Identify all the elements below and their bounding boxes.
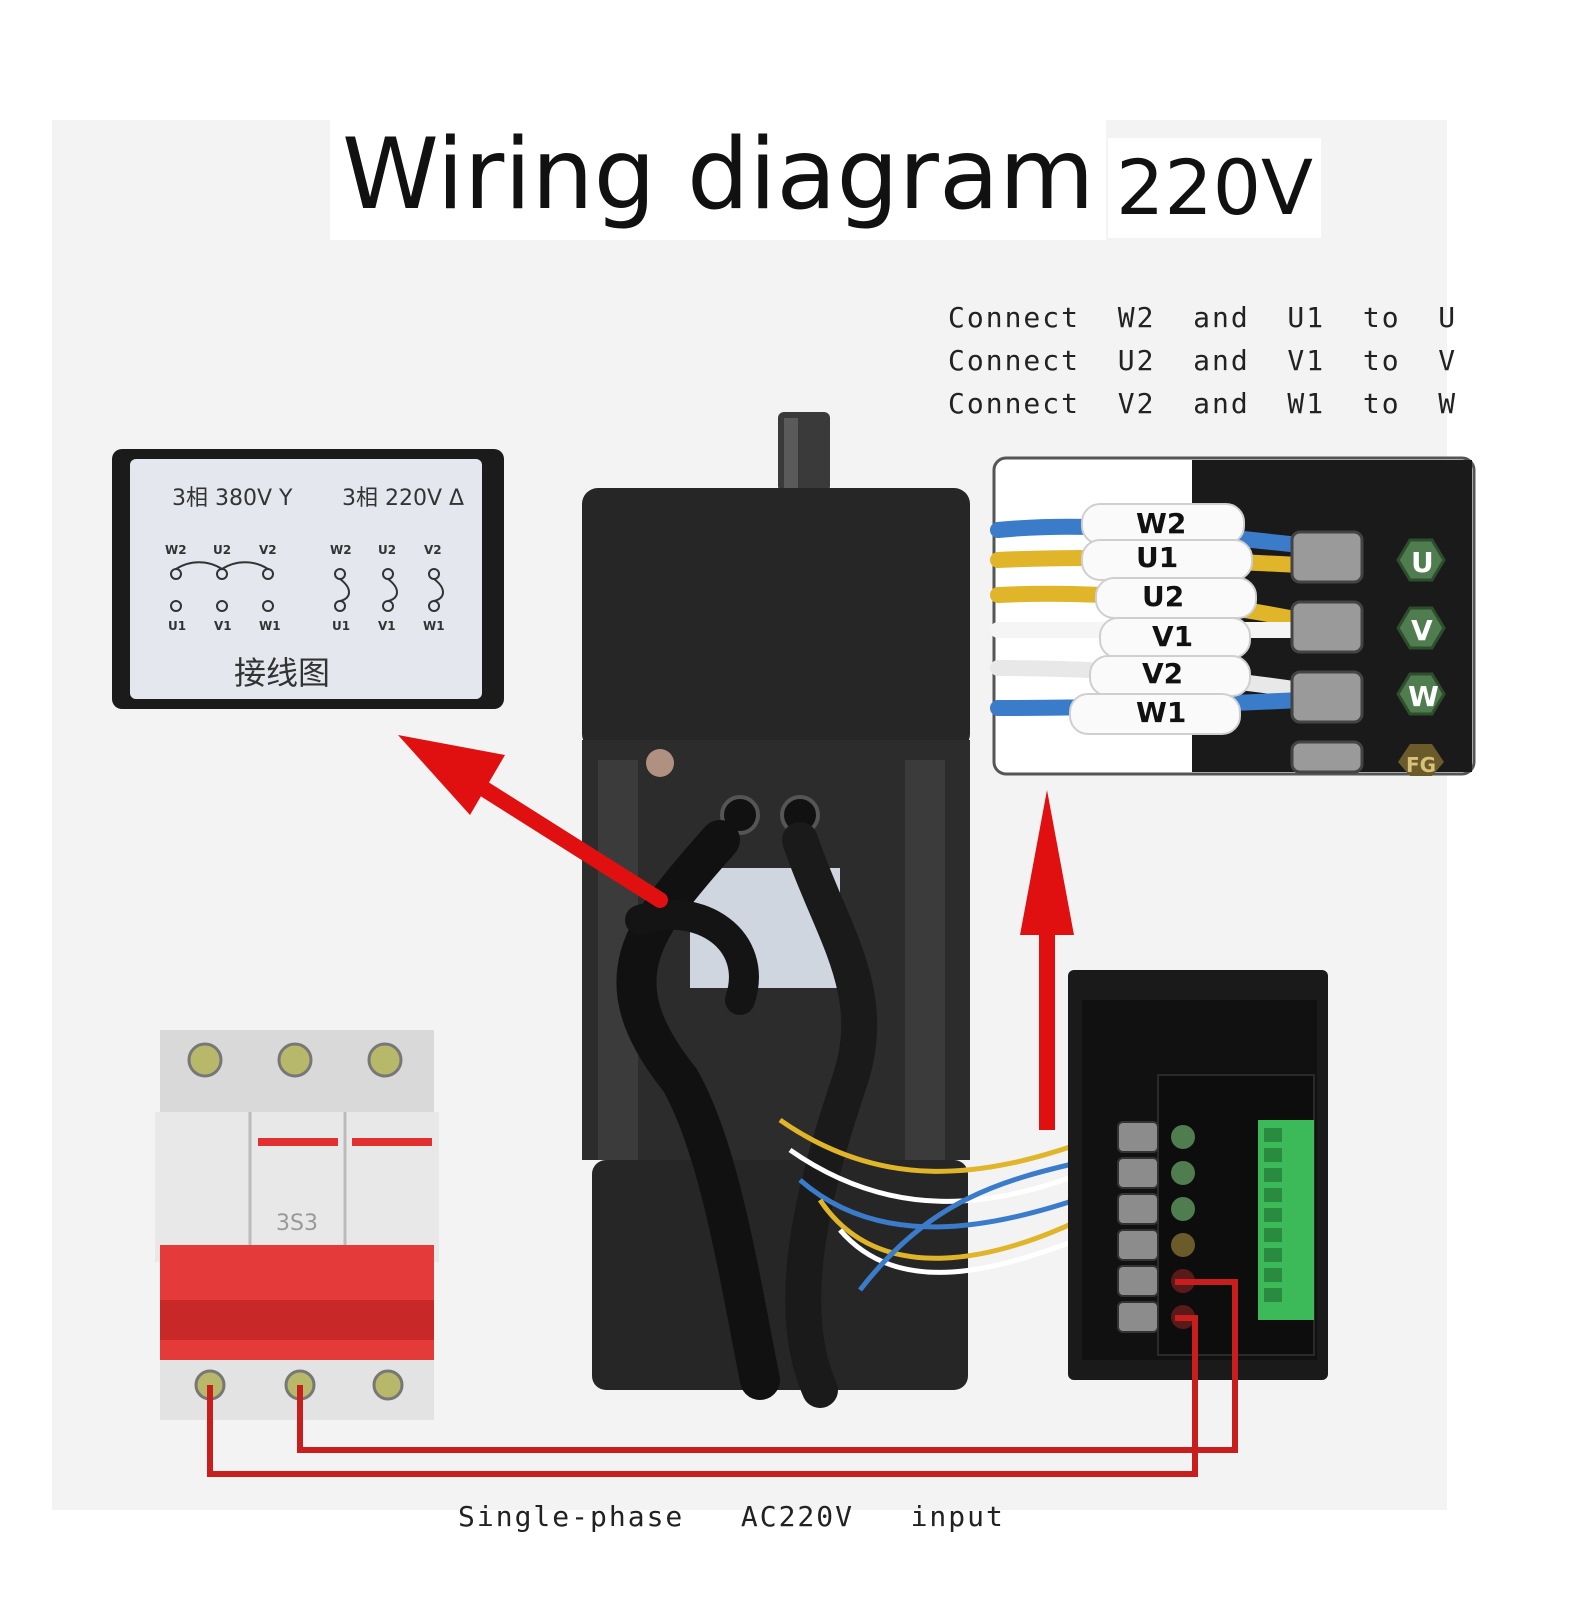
instruction-line: Connect U2 and V1 to V	[948, 344, 1458, 377]
wire-tag: V2	[1142, 657, 1183, 690]
wire-tag: V1	[1152, 620, 1193, 653]
speed-controller	[1068, 970, 1328, 1380]
motor-leads	[778, 1117, 1092, 1292]
instruction-line: Connect V2 and W1 to W	[948, 387, 1458, 420]
arrow-to-terminal-inset	[1020, 790, 1074, 1130]
terminal-label: U1	[168, 619, 186, 633]
terminal-badge-label: FG	[1406, 753, 1436, 777]
terminal-badge-label: U	[1411, 546, 1434, 579]
terminal-label: W2	[330, 543, 352, 557]
connection-instructions: Connect W2 and U1 to U Connect U2 and V1…	[948, 296, 1457, 425]
arrow-to-label-card	[398, 735, 668, 908]
wire-tag: U1	[1136, 541, 1178, 574]
voltage-label: 220V	[1108, 138, 1322, 238]
config-star-label: 3相 380V Y	[172, 486, 293, 511]
motor-end-cap	[592, 1160, 968, 1390]
ac-input-wiring	[207, 1279, 1238, 1477]
terminal-label: V1	[378, 619, 396, 633]
config-delta-label: 3相 220V Δ	[342, 486, 464, 511]
wire-tag: W1	[1136, 696, 1186, 729]
motor	[582, 412, 970, 1408]
terminal-badge-label: W	[1408, 680, 1439, 713]
terminal-label: W1	[423, 619, 445, 633]
wire-tag: W2	[1136, 507, 1186, 540]
terminal-label: U2	[378, 543, 396, 557]
breaker-model-label: 3S3	[276, 1211, 318, 1236]
motor-gearbox	[582, 488, 970, 750]
wire-tag: U2	[1142, 580, 1184, 613]
terminal-label: W1	[259, 619, 281, 633]
terminal-badge-label: V	[1411, 614, 1433, 647]
terminal-label: V2	[424, 543, 442, 557]
terminal-label: U2	[213, 543, 231, 557]
circuit-breaker: 3S3	[155, 1030, 439, 1420]
terminal-closeup-inset: W2 U1 U2 V1 V2 W1 U V W FG	[990, 456, 1476, 777]
terminal-label: U1	[332, 619, 350, 633]
terminal-label: V2	[259, 543, 277, 557]
instruction-line: Connect W2 and U1 to U	[948, 301, 1458, 334]
motor-screw	[646, 749, 674, 777]
terminal-label: V1	[214, 619, 232, 633]
motor-label-card: 3相 380V Y 3相 220V Δ W2 U2 V2 U1 V1 W1 W2…	[112, 449, 504, 709]
diagram-title: Wiring diagram	[330, 110, 1107, 240]
terminal-label: W2	[165, 543, 187, 557]
input-caption: Single-phase AC220V input	[458, 1500, 1005, 1533]
wiring-diagram-caption: 接线图	[234, 654, 330, 692]
